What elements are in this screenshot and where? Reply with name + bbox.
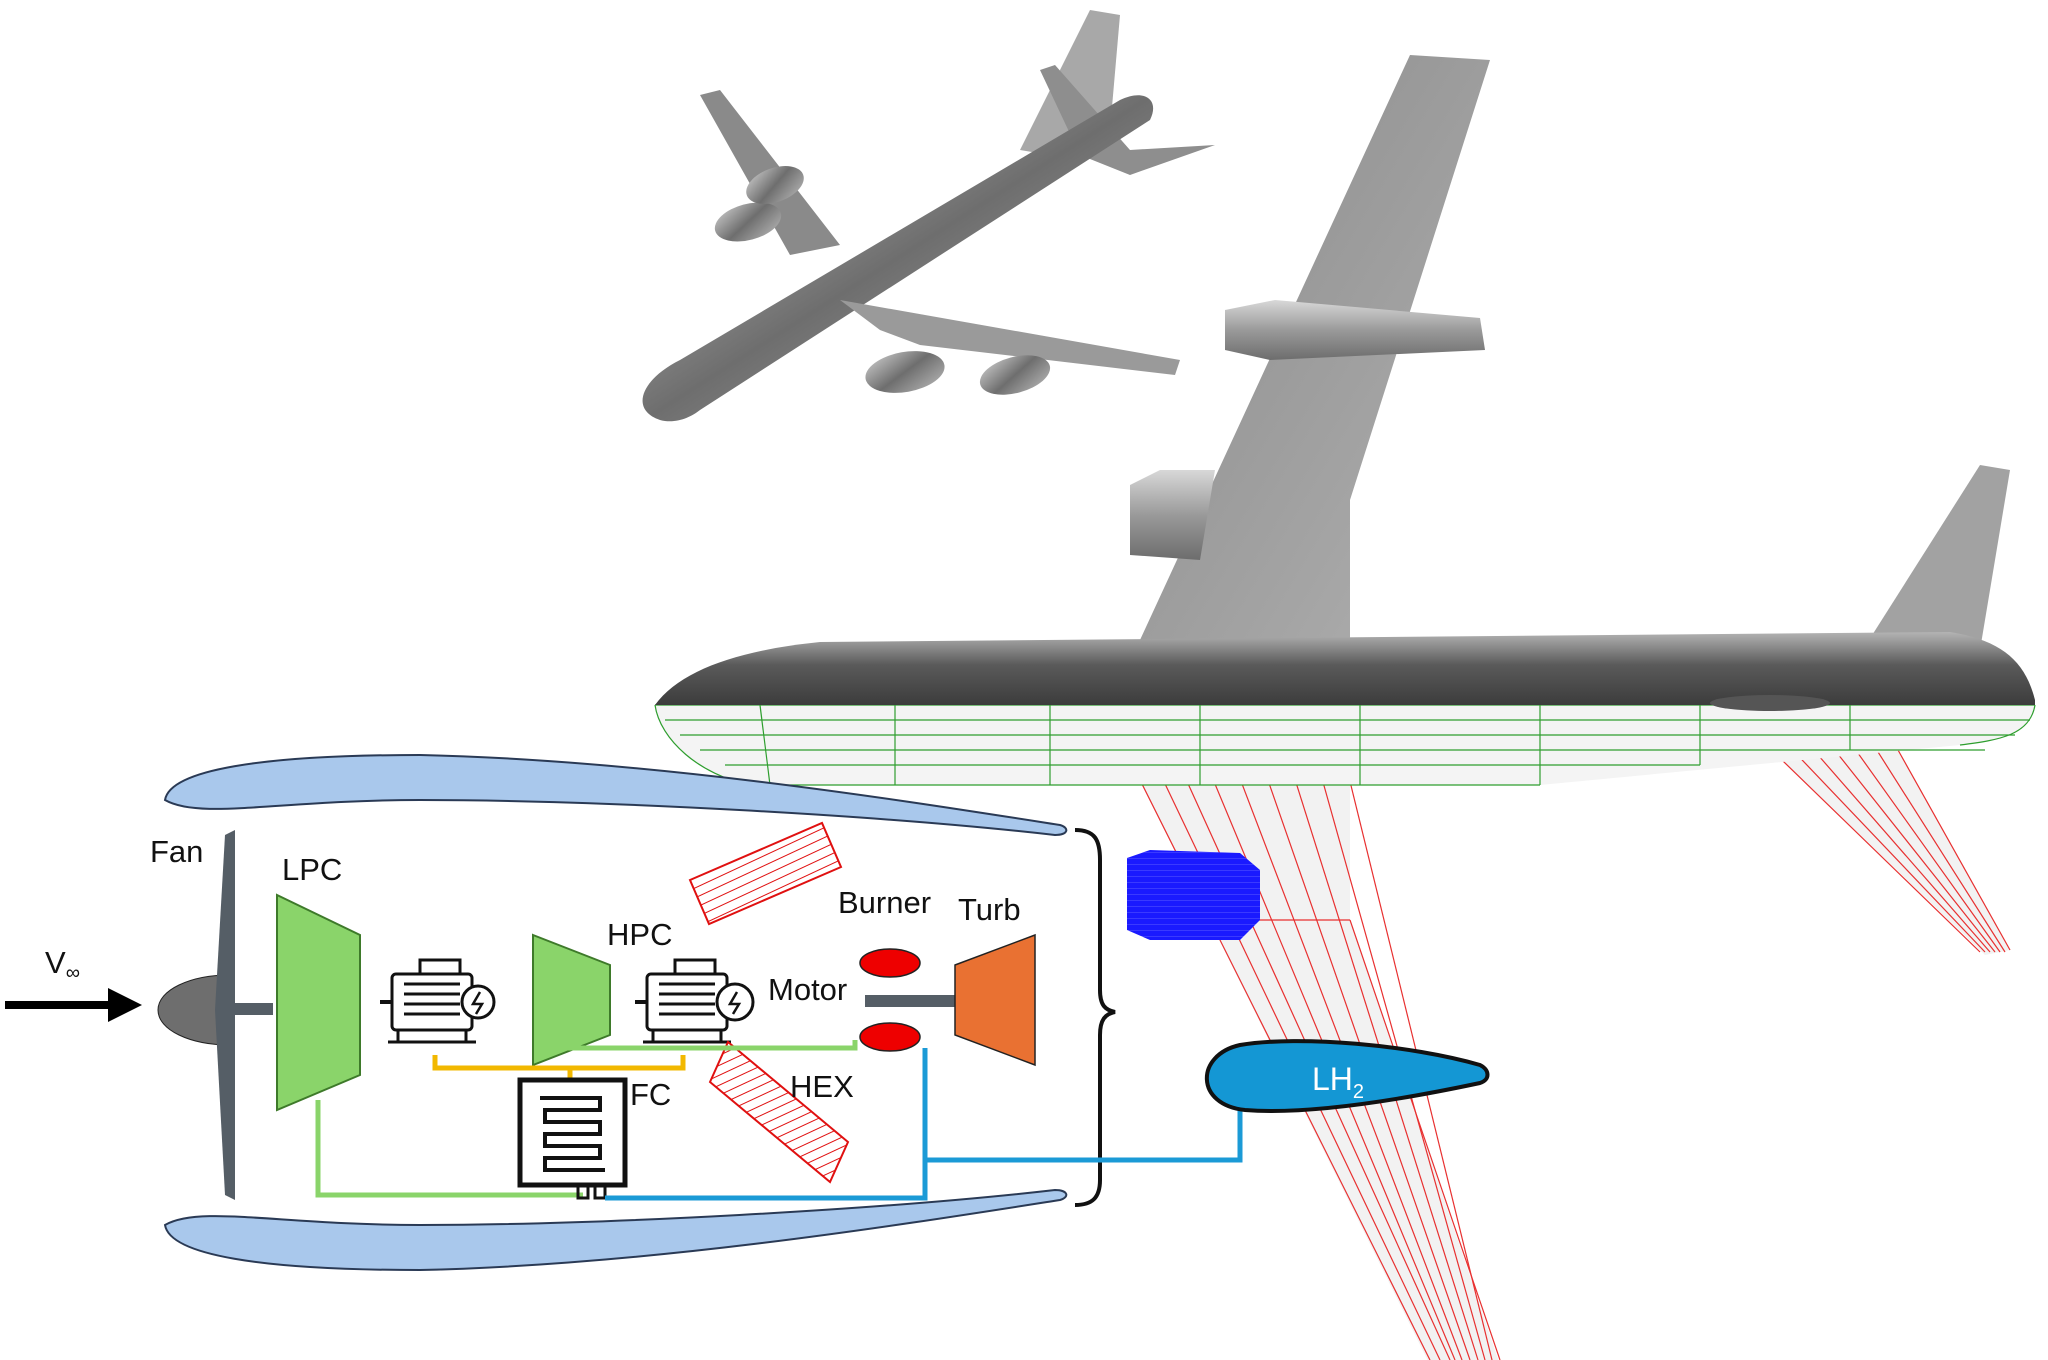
fan-blade [215, 830, 235, 1200]
fan-spinner [157, 974, 231, 1046]
fuel-cell-icon [517, 1077, 628, 1200]
label-hex: HEX [790, 1069, 854, 1104]
label-fan: Fan [150, 834, 203, 869]
engine-schematic [5, 753, 1490, 1272]
fuselage-fairing [1710, 695, 1830, 711]
lower-wing-mesh [1099, 699, 1501, 1360]
label-lpc: LPC [282, 852, 342, 887]
nacelle-upper [163, 753, 1068, 837]
airplane-near-engine-1 [865, 351, 945, 393]
large-aircraft-render [654, 55, 2036, 1360]
label-burner: Burner [838, 885, 931, 920]
freestream-arrow-icon [5, 988, 142, 1022]
tail-fin [1850, 465, 2010, 680]
hydrogen-line [605, 1048, 1243, 1201]
turbine-block [954, 933, 1036, 1067]
label-freestream: V∞ [45, 945, 80, 984]
label-freestream-main: V [45, 945, 66, 980]
label-lh2: LH2 [1312, 1061, 1364, 1103]
airplane-fuselage [642, 95, 1154, 422]
label-turb: Turb [958, 892, 1021, 927]
label-freestream-sub: ∞ [66, 962, 80, 984]
fuselage-mesh [654, 704, 2036, 786]
airplane-far-engine-2 [746, 166, 804, 204]
lpc-block [276, 893, 361, 1112]
electric-motor-icon [380, 950, 500, 1050]
label-lh2-main: LH [1312, 1061, 1353, 1097]
airplane-3d-render [642, 10, 1215, 422]
hpc-block [532, 933, 611, 1067]
lh2-tank [1204, 1039, 1490, 1113]
label-motor: Motor [768, 972, 847, 1007]
label-fc: FC [630, 1077, 671, 1112]
burner-upper [859, 948, 921, 978]
label-hpc: HPC [607, 917, 672, 952]
label-lh2-sub: 2 [1353, 1081, 1364, 1103]
air-line [315, 1040, 858, 1198]
fuselage-upper-hull [655, 632, 2035, 705]
electric-motor-icon [635, 950, 765, 1050]
high-pressure-shaft [865, 995, 960, 1007]
nacelle-lower [163, 1188, 1068, 1272]
hex-lower [708, 1040, 850, 1184]
upper-inner-engine [1130, 470, 1215, 560]
hex-upper [688, 821, 843, 926]
upper-outer-engine [1225, 300, 1485, 360]
airplane-far-engine-1 [714, 202, 782, 242]
engine-brace [1074, 828, 1116, 1207]
fuel-cell-volume [1127, 850, 1260, 940]
airplane-near-wing [840, 300, 1180, 375]
airplane-near-engine-2 [979, 355, 1051, 395]
low-pressure-shaft [225, 1003, 273, 1015]
burner-lower [859, 1022, 921, 1052]
